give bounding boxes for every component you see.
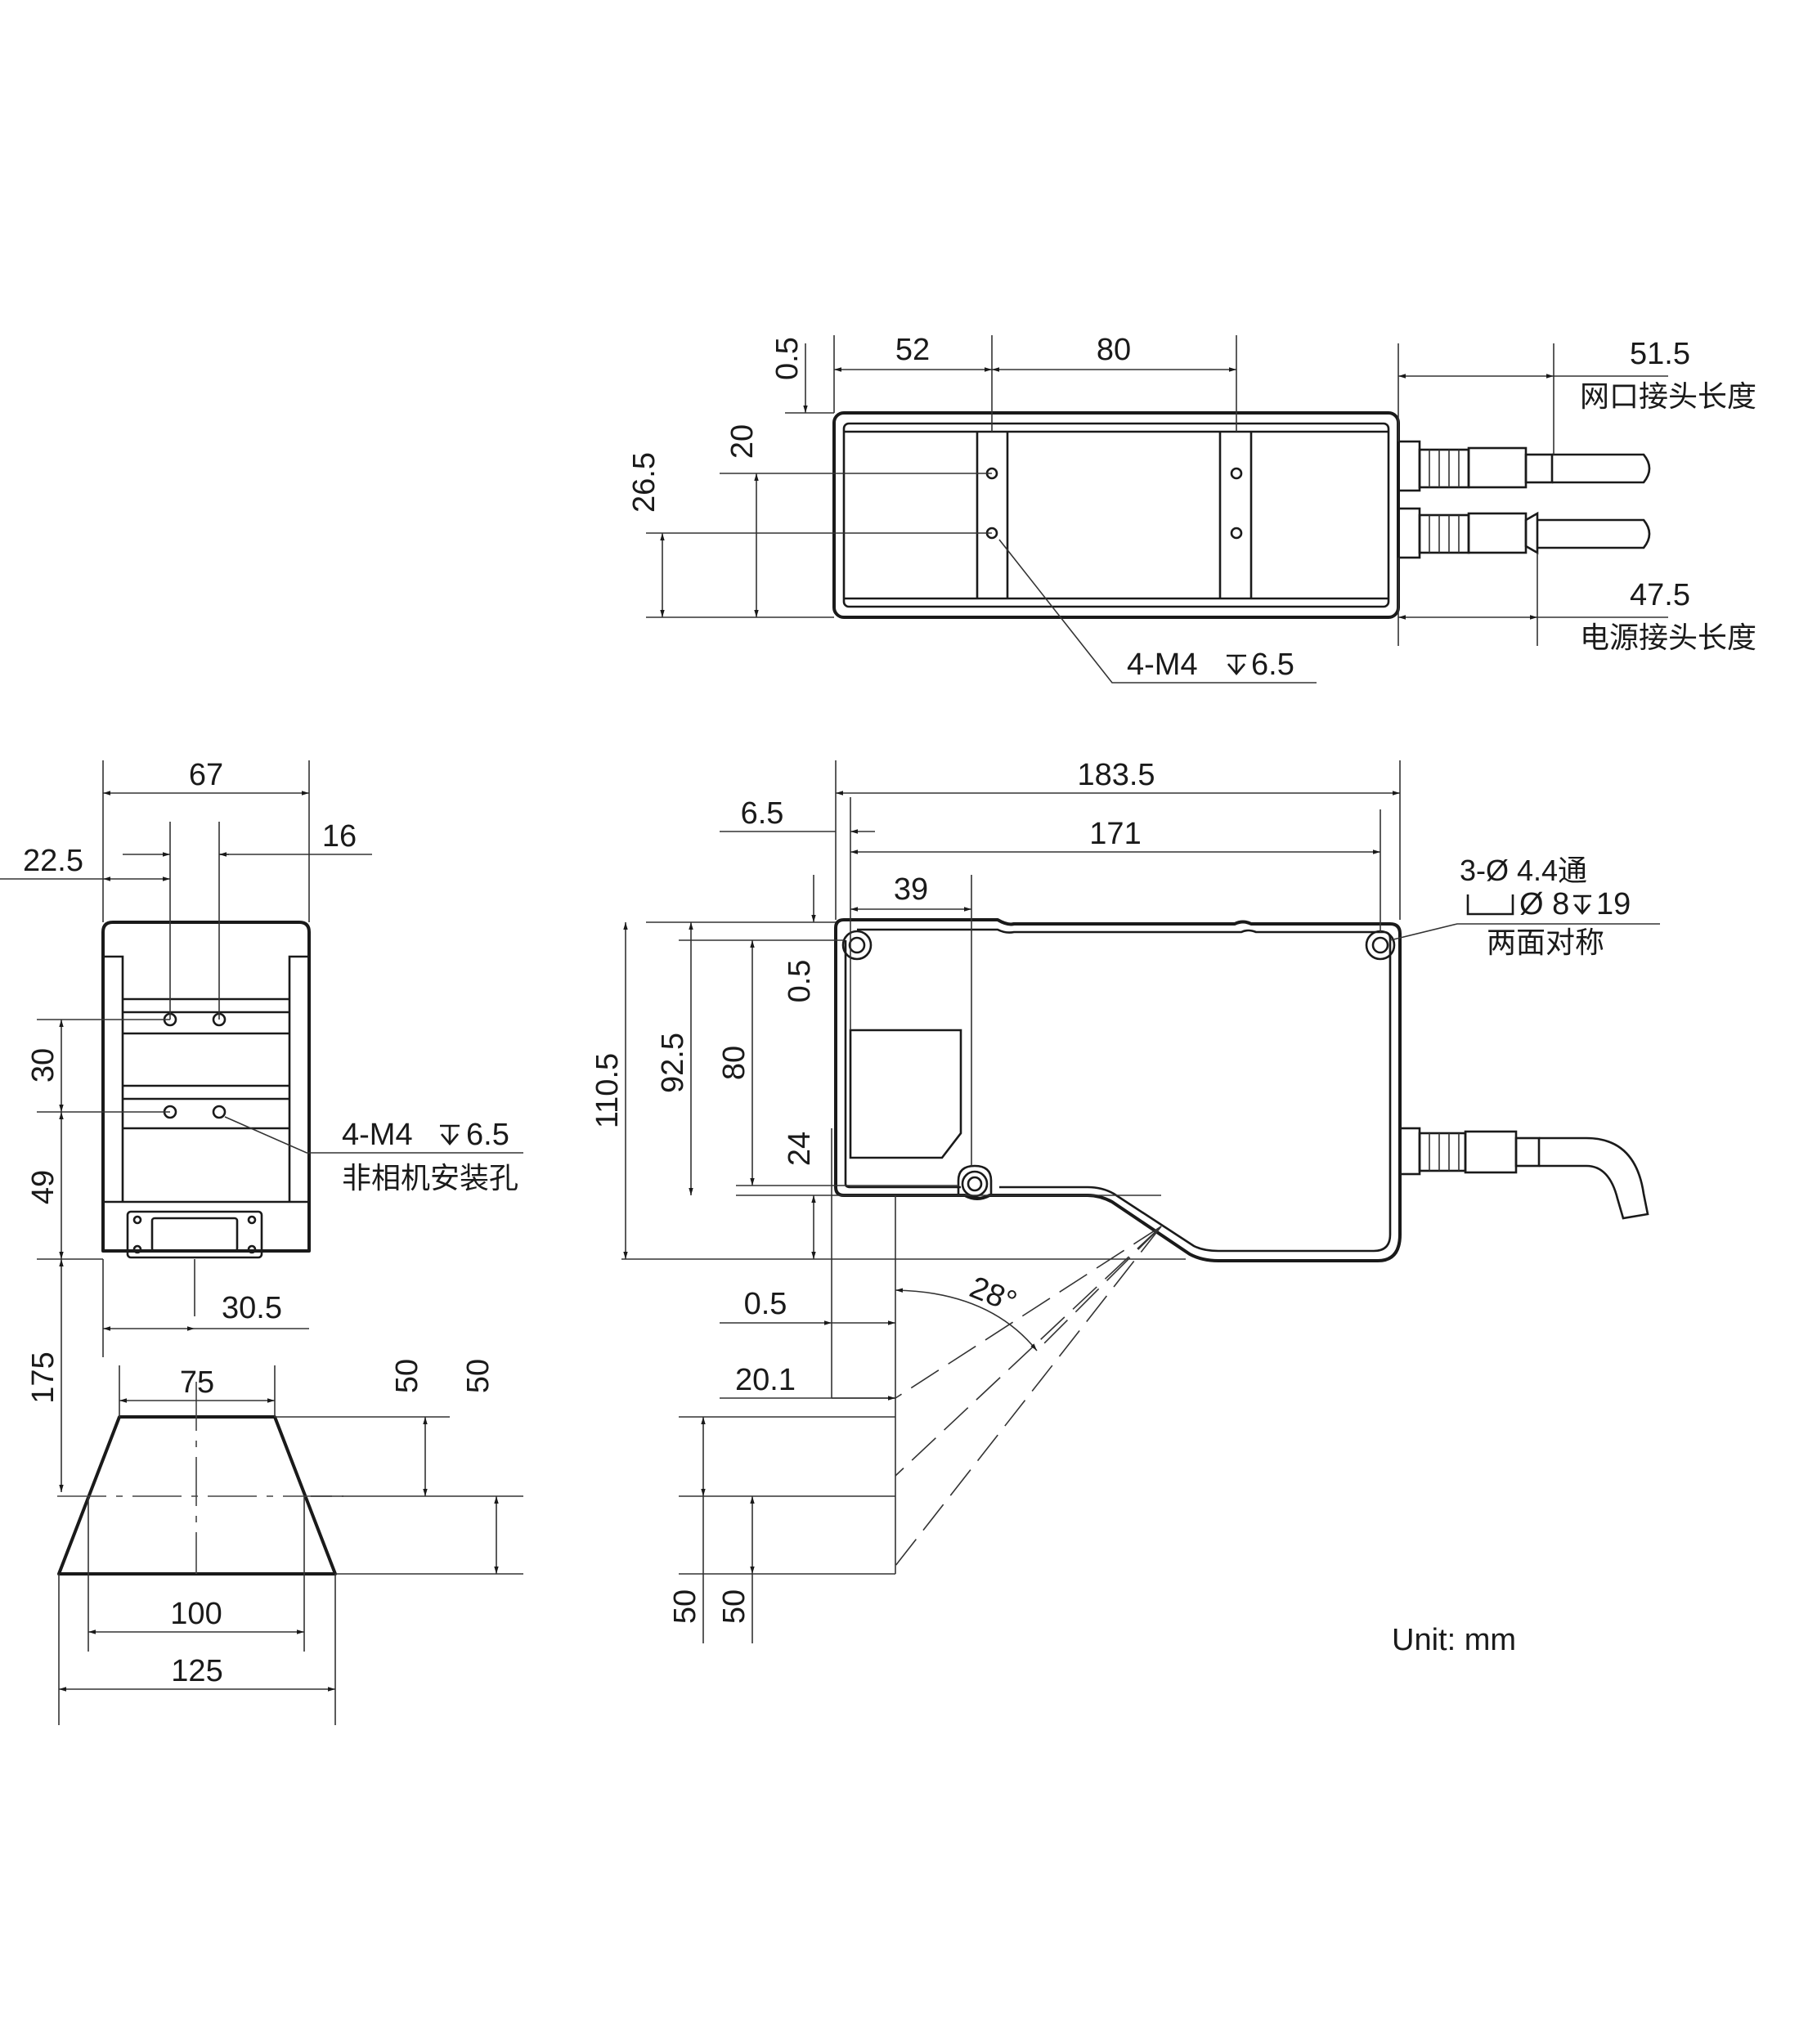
side-view-hole bbox=[841, 930, 873, 961]
top-view: 0.5 52 80 20 26.5 51.5 网口接头长度 47.5 电源接头长… bbox=[627, 333, 1756, 684]
network-connector bbox=[1397, 440, 1651, 492]
dim-end-w-30-5: 30.5 bbox=[222, 1291, 282, 1325]
dim-end-h-49: 49 bbox=[26, 1170, 61, 1204]
dim-side-h-50a: 50 bbox=[668, 1589, 702, 1624]
dim-side-h-50b: 50 bbox=[717, 1589, 751, 1624]
dim-side-w-0-5: 0.5 bbox=[744, 1287, 787, 1321]
top-view-hole bbox=[1230, 467, 1243, 480]
unit-label: Unit: mm bbox=[1392, 1623, 1516, 1657]
depth-symbol-icon bbox=[1227, 654, 1246, 676]
dim-fov-h-50b: 50 bbox=[461, 1359, 496, 1393]
dim-h-20: 20 bbox=[725, 424, 760, 459]
dim-fov-bottom-125: 125 bbox=[171, 1654, 222, 1688]
end-view-body-outline bbox=[101, 921, 311, 1253]
dim-end-width-67: 67 bbox=[189, 758, 223, 792]
laser-ray-3 bbox=[895, 1226, 1162, 1567]
note-net-connector: 网口接头长度 bbox=[1580, 379, 1756, 413]
side-view-window bbox=[849, 1029, 962, 1159]
note-end-holes-desc: 非相机安装孔 bbox=[342, 1161, 518, 1195]
dim-gap-top: 0.5 bbox=[770, 337, 805, 380]
note-top-holes: 4-M4 bbox=[1127, 648, 1198, 682]
side-view: 183.5 6.5 171 39 110.5 92.5 80 0.5 24 28… bbox=[590, 758, 1660, 1643]
top-view-body-outline bbox=[832, 411, 1400, 619]
laser-ray-2 bbox=[895, 1226, 1162, 1477]
dim-left-52: 52 bbox=[895, 333, 930, 367]
note-side-holes-line1: 3-Ø 4.4通 bbox=[1460, 854, 1587, 887]
dim-end-offset-22-5: 22.5 bbox=[23, 844, 83, 878]
side-view-hole bbox=[961, 1170, 989, 1198]
dim-h-26-5: 26.5 bbox=[627, 452, 662, 513]
dim-power-length: 47.5 bbox=[1630, 578, 1690, 612]
note-top-holes-depth: 6.5 bbox=[1251, 648, 1294, 682]
side-view-power-connector bbox=[1398, 1127, 1649, 1220]
dim-side-h-110-5: 110.5 bbox=[590, 1053, 625, 1128]
dim-side-w-20-1: 20.1 bbox=[735, 1363, 796, 1397]
note-side-holes-line3: 两面对称 bbox=[1487, 926, 1604, 959]
depth-symbol-icon bbox=[1573, 894, 1591, 916]
dim-side-angle: 28° bbox=[965, 1271, 1021, 1320]
note-end-holes-depth: 6.5 bbox=[466, 1118, 509, 1152]
dim-side-offset-6-5: 6.5 bbox=[741, 796, 784, 831]
dim-end-offset-16: 16 bbox=[322, 819, 357, 854]
laser-ray-1 bbox=[895, 1226, 1162, 1399]
top-view-hole bbox=[1230, 527, 1243, 540]
end-view-side-rails bbox=[103, 955, 309, 1202]
dim-net-length: 51.5 bbox=[1630, 337, 1690, 371]
depth-symbol-icon bbox=[440, 1124, 460, 1146]
field-of-view-trapezoid bbox=[57, 1415, 337, 1576]
note-side-holes-line2: Ø 8 bbox=[1519, 887, 1569, 921]
dim-side-offset-39: 39 bbox=[894, 872, 928, 907]
dim-side-h-92-5: 92.5 bbox=[656, 1033, 690, 1093]
note-side-holes-depth: 19 bbox=[1596, 887, 1631, 921]
dim-fov-mid-100: 100 bbox=[170, 1597, 222, 1631]
top-view-body-inner bbox=[842, 422, 1390, 608]
end-view: 67 22.5 16 30 49 175 30.5 4-M4 6.5 非相机安装… bbox=[0, 758, 523, 1492]
dim-fov-h-50a: 50 bbox=[390, 1359, 424, 1393]
end-view-window bbox=[126, 1210, 263, 1259]
dim-side-span-171: 171 bbox=[1089, 817, 1141, 851]
dim-span-80: 80 bbox=[1097, 333, 1131, 367]
dim-side-length-183-5: 183.5 bbox=[1077, 758, 1155, 792]
end-view-hole bbox=[212, 1105, 227, 1119]
dim-fov-top-75: 75 bbox=[180, 1365, 214, 1400]
note-end-holes: 4-M4 bbox=[342, 1118, 413, 1152]
dim-side-h-80: 80 bbox=[717, 1046, 751, 1080]
field-of-view-view: 75 50 50 100 125 bbox=[57, 1359, 523, 1725]
dim-end-h-30: 30 bbox=[26, 1048, 61, 1083]
side-view-body-outline bbox=[834, 918, 1402, 1262]
counterbore-symbol-icon bbox=[1466, 894, 1514, 916]
dim-end-h-175: 175 bbox=[26, 1351, 61, 1403]
dim-side-h-24: 24 bbox=[783, 1132, 817, 1166]
power-connector bbox=[1397, 507, 1651, 559]
note-power-connector: 电源接头长度 bbox=[1580, 621, 1756, 654]
dim-side-h-0-5: 0.5 bbox=[783, 960, 817, 1003]
